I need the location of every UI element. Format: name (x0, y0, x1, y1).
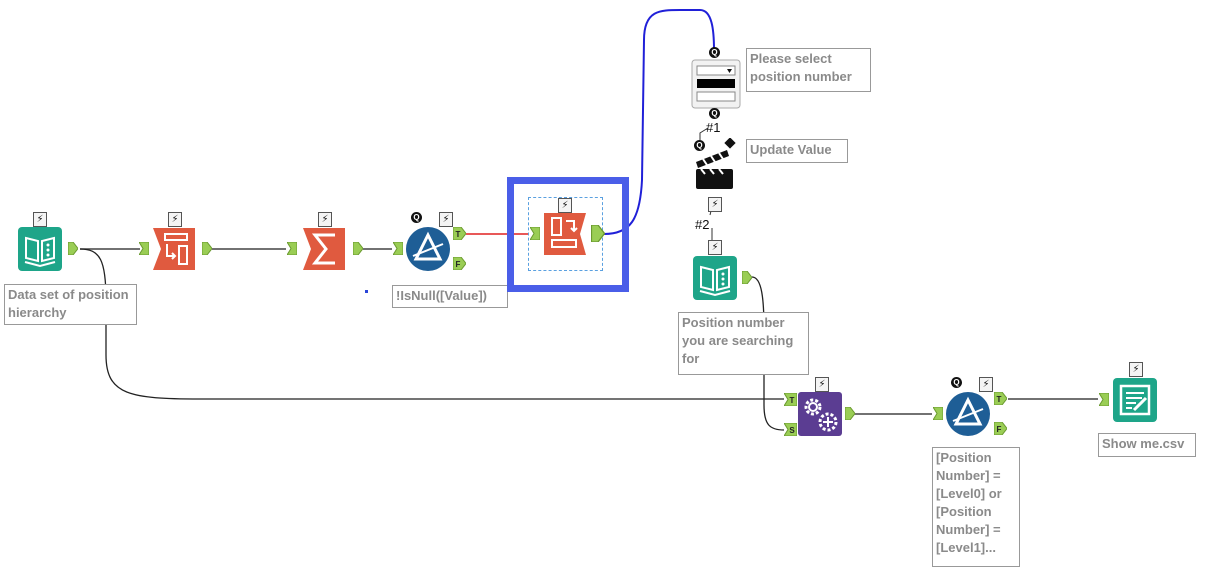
t-input-anchor[interactable]: T (784, 393, 797, 406)
annotation-output: Show me.csv (1098, 433, 1196, 457)
dropdown-interface-icon (691, 59, 741, 109)
action-tool[interactable] (693, 138, 739, 192)
output-anchor[interactable] (68, 242, 78, 255)
wire-transpose-dropdown (603, 9, 715, 235)
transpose-icon (544, 213, 586, 255)
question-output-icon[interactable]: Q (709, 108, 720, 119)
annotation-action: Update Value (746, 139, 848, 163)
input-data-tool-2[interactable] (692, 255, 738, 301)
dropdown-interface-tool[interactable] (691, 59, 741, 109)
summarize-icon (303, 228, 345, 270)
svg-text:S: S (789, 426, 795, 435)
bolt-icon: ⚡ (708, 197, 722, 212)
input-anchor[interactable] (530, 227, 540, 240)
bolt-icon: ⚡ (815, 377, 829, 392)
bolt-icon: ⚡ (979, 377, 993, 392)
batch-macro-tool[interactable] (797, 391, 843, 437)
action-icon (696, 138, 736, 189)
svg-text:T: T (790, 396, 795, 405)
connection-label-1: #1 (706, 120, 721, 135)
connection-label-2: #2 (695, 217, 710, 232)
output-anchor[interactable] (591, 225, 605, 242)
output-anchor[interactable] (353, 242, 363, 255)
input-anchor[interactable] (1099, 393, 1109, 406)
true-anchor[interactable]: T (453, 227, 466, 240)
selection-highlight (507, 177, 629, 292)
batch-macro-icon (798, 392, 842, 436)
transpose-tool[interactable] (542, 211, 588, 257)
input-anchor[interactable] (139, 242, 149, 255)
wire-input1-macro (79, 248, 784, 400)
question-connection-icon[interactable]: Q (411, 212, 422, 223)
annotation-input1: Data set of position hierarchy (4, 284, 137, 325)
crosstab-icon (153, 228, 195, 270)
false-anchor[interactable]: F (453, 257, 466, 270)
bolt-icon: ⚡ (318, 212, 332, 227)
s-input-anchor[interactable]: S (784, 423, 797, 436)
annotation-filter2: [Position Number] = [Level0] or [Positio… (932, 447, 1020, 567)
input-data-tool[interactable] (17, 226, 63, 272)
false-anchor[interactable]: F (994, 422, 1007, 435)
input-anchor[interactable] (393, 242, 403, 255)
input-anchor[interactable] (287, 242, 297, 255)
stray-dot (365, 290, 368, 293)
svg-text:T: T (456, 230, 461, 239)
wire-dropdown-action (699, 127, 709, 140)
crosstab-tool[interactable] (151, 226, 197, 272)
question-input-icon[interactable]: Q (694, 140, 705, 151)
svg-text:T: T (997, 395, 1002, 404)
input-data-icon (693, 256, 737, 300)
input-data-icon (18, 227, 62, 271)
output-data-tool[interactable] (1112, 377, 1158, 423)
filter-tool[interactable] (405, 226, 451, 272)
true-anchor[interactable]: T (994, 392, 1007, 405)
annotation-filter1: !IsNull([Value]) (392, 285, 508, 308)
bolt-icon: ⚡ (708, 240, 722, 255)
summarize-tool[interactable] (301, 226, 347, 272)
bolt-icon: ⚡ (439, 212, 453, 227)
svg-text:F: F (997, 425, 1002, 434)
svg-text:F: F (456, 260, 461, 269)
output-anchor[interactable] (742, 271, 752, 284)
question-connection-icon[interactable]: Q (951, 377, 962, 388)
bolt-icon: ⚡ (33, 212, 47, 227)
annotation-input2: Position number you are searching for (678, 312, 809, 375)
question-input-icon[interactable]: Q (709, 47, 720, 58)
output-anchor[interactable] (202, 242, 212, 255)
bolt-icon: ⚡ (1129, 362, 1143, 377)
bolt-icon: ⚡ (558, 198, 572, 213)
filter-icon (406, 227, 450, 271)
filter-tool-2[interactable] (945, 391, 991, 437)
output-data-icon (1113, 378, 1157, 422)
output-anchor[interactable] (845, 407, 855, 420)
input-anchor[interactable] (933, 407, 943, 420)
bolt-icon: ⚡ (168, 212, 182, 227)
filter-icon (946, 392, 990, 436)
annotation-dropdown: Please select position number (746, 48, 871, 92)
